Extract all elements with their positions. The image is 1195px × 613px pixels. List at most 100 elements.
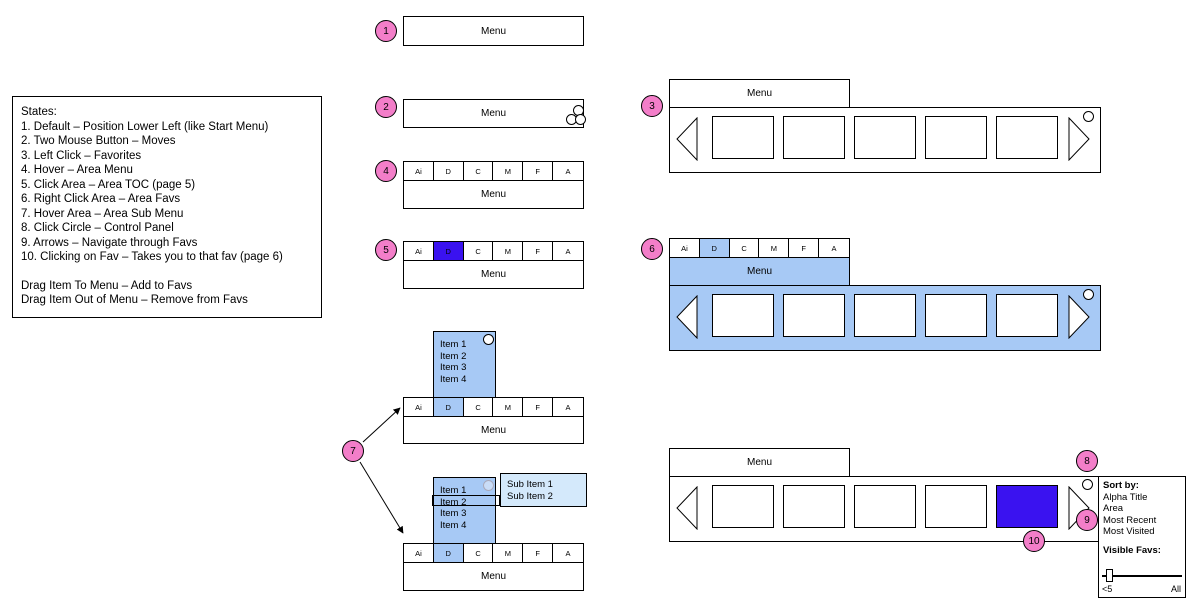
menu-button-click-area[interactable]: Menu: [403, 260, 584, 289]
slider-max-label: All: [1170, 584, 1181, 594]
area-tab-f[interactable]: F: [523, 398, 554, 416]
dropdown-item[interactable]: Item 1: [440, 339, 467, 350]
state-item: 5. Click Area – Area TOC (page 5): [21, 178, 196, 191]
fav-slot-active[interactable]: [996, 485, 1058, 528]
sort-option[interactable]: Area: [1103, 503, 1124, 514]
badge-2: 2: [375, 96, 397, 118]
fav-slot[interactable]: [783, 294, 845, 337]
area-tab-f[interactable]: F: [523, 544, 554, 562]
menu-button-hover[interactable]: Menu: [403, 180, 584, 209]
control-panel-circle-icon[interactable]: [1083, 111, 1094, 122]
area-tab-ai[interactable]: Ai: [404, 398, 434, 416]
move-handle-icon[interactable]: [575, 114, 586, 125]
visible-favs-slider-track[interactable]: [1102, 575, 1182, 577]
area-tab-f[interactable]: F: [523, 162, 554, 180]
area-tab-m[interactable]: M: [493, 398, 524, 416]
dropdown-item[interactable]: Item 3: [440, 508, 467, 519]
fav-slot[interactable]: [783, 485, 845, 528]
dropdown-item[interactable]: Item 1: [440, 485, 467, 496]
area-tab-a[interactable]: A: [565, 166, 571, 176]
fav-slot[interactable]: [925, 485, 987, 528]
area-tab-c[interactable]: C: [464, 162, 494, 180]
control-panel-circle-icon[interactable]: [483, 480, 494, 491]
favorites-panel: [669, 107, 1101, 173]
menu-tab-favorites[interactable]: Menu: [669, 79, 850, 108]
area-tab-c[interactable]: C: [730, 239, 760, 257]
area-tab-m[interactable]: M: [493, 162, 524, 180]
area-tab-d-selected[interactable]: D: [699, 239, 730, 257]
drag-rule: Drag Item To Menu – Add to Favs: [21, 279, 193, 292]
area-tab-m[interactable]: M: [493, 544, 524, 562]
sort-option[interactable]: Most Recent: [1103, 514, 1157, 526]
state-item: 4. Hover – Area Menu: [21, 164, 133, 176]
badge-6: 6: [641, 238, 663, 260]
menu-button-submenu[interactable]: Menu: [403, 562, 584, 591]
area-tab-c[interactable]: C: [464, 398, 494, 416]
area-tab-ai[interactable]: Ai: [404, 544, 434, 562]
area-tab-a[interactable]: A: [565, 548, 571, 558]
fav-slot[interactable]: [854, 116, 916, 159]
area-tab-ai[interactable]: Ai: [404, 162, 434, 180]
fav-slot[interactable]: [925, 116, 987, 159]
area-tab-a[interactable]: A: [565, 402, 571, 412]
fav-slot[interactable]: [854, 294, 916, 337]
visible-favs-slider-thumb[interactable]: [1105, 569, 1113, 582]
area-tab-d-selected[interactable]: D: [433, 398, 464, 416]
badge-4: 4: [375, 160, 397, 182]
control-panel-circle-icon[interactable]: [1082, 479, 1093, 490]
dropdown-item[interactable]: Item 2: [440, 350, 467, 362]
dropdown-item[interactable]: Item 2: [440, 496, 467, 508]
control-panel-circle-icon[interactable]: [1083, 289, 1094, 300]
control-panel: Sort by: Alpha Title Area Most Recent Mo…: [1098, 476, 1186, 598]
menu-tab-area-favs[interactable]: Menu: [669, 257, 850, 286]
menu-button-dropdown[interactable]: Menu: [403, 416, 584, 444]
fav-slot[interactable]: [925, 294, 987, 337]
arrow-left-icon[interactable]: [676, 486, 698, 530]
area-favorites-panel: [669, 285, 1101, 351]
menu-tab-favorites-control[interactable]: Menu: [669, 448, 850, 477]
area-tab-ai[interactable]: Ai: [670, 239, 700, 257]
fav-slot[interactable]: [996, 294, 1058, 337]
area-tab-ai[interactable]: Ai: [404, 242, 434, 260]
menu-button-move[interactable]: Menu: [403, 99, 586, 128]
sub-menu-item[interactable]: Sub Item 1: [507, 479, 553, 490]
dropdown-item[interactable]: Item 3: [440, 362, 467, 373]
fav-slot[interactable]: [712, 116, 774, 159]
area-tab-m[interactable]: M: [759, 239, 790, 257]
area-tab-a[interactable]: A: [831, 243, 837, 253]
menu-button-default[interactable]: Menu: [403, 16, 584, 46]
area-tab-c[interactable]: C: [464, 242, 494, 260]
arrow-left-icon[interactable]: [676, 295, 698, 339]
badge-7: 7: [342, 440, 364, 462]
fav-slot[interactable]: [996, 116, 1058, 159]
area-tab-d-selected[interactable]: D: [433, 544, 464, 562]
fav-slot[interactable]: [783, 116, 845, 159]
dropdown-item[interactable]: Item 4: [440, 519, 467, 531]
badge-10: 10: [1023, 530, 1045, 552]
arrow-right-icon[interactable]: [1068, 117, 1090, 161]
slider-min-label: <5: [1102, 584, 1113, 594]
sort-option[interactable]: Most Visited: [1103, 526, 1155, 537]
area-tab-m[interactable]: M: [493, 242, 524, 260]
badge-3: 3: [641, 95, 663, 117]
fav-slot[interactable]: [712, 294, 774, 337]
dropdown-item[interactable]: Item 4: [440, 373, 467, 385]
fav-slot[interactable]: [712, 485, 774, 528]
control-panel-circle-icon[interactable]: [483, 334, 494, 345]
menu-label: Menu: [480, 108, 506, 119]
area-tabs-submenu: Ai D C M F A: [403, 543, 584, 563]
badge-5: 5: [375, 239, 397, 261]
sub-menu-item[interactable]: Sub Item 2: [507, 490, 553, 502]
area-tabs-dropdown: Ai D C M F A: [403, 397, 584, 417]
area-tab-a[interactable]: A: [565, 246, 571, 256]
area-tab-d-active[interactable]: D: [433, 242, 464, 260]
area-tab-d[interactable]: D: [434, 162, 464, 180]
area-tab-f[interactable]: F: [523, 242, 554, 260]
area-tab-f[interactable]: F: [789, 239, 820, 257]
fav-slot[interactable]: [854, 485, 916, 528]
area-tab-c[interactable]: C: [464, 544, 494, 562]
sort-option[interactable]: Alpha Title: [1103, 491, 1148, 503]
area-tabs-hover: Ai D C M F A: [403, 161, 584, 181]
arrow-right-icon[interactable]: [1068, 295, 1090, 339]
arrow-left-icon[interactable]: [676, 117, 698, 161]
